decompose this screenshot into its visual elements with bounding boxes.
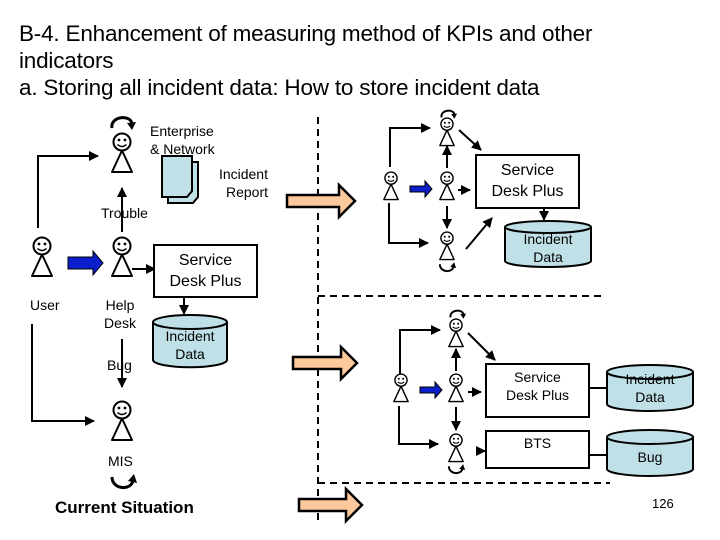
bts-box (485, 430, 590, 469)
label-incident-data: Incident Data (625, 371, 675, 405)
label-service-desk: Service Desk Plus (169, 252, 242, 290)
refresh-cycle-icon (449, 309, 467, 320)
label-incident-report: Incident Report (218, 166, 268, 200)
label-incident-data: Incident Data (523, 231, 573, 265)
label-enterprise-network: Enterprise & Network (150, 123, 215, 157)
person-icon (383, 171, 399, 201)
handoff-arrow-icon (419, 380, 443, 400)
refresh-cycle-icon (447, 463, 466, 475)
label-user: User (30, 297, 60, 313)
label-help-desk: Help Desk (104, 297, 136, 331)
service-desk-box (475, 154, 580, 209)
database-icon-incident-data (152, 314, 228, 369)
person-icon (448, 433, 464, 463)
person-icon (439, 171, 455, 201)
refresh-cycle-icon (110, 472, 138, 490)
transition-arrow-2 (291, 343, 359, 383)
section-divider (317, 117, 610, 520)
refresh-cycle-icon (438, 261, 457, 273)
handoff-arrow-icon (67, 249, 104, 277)
label-service-desk: Service Desk Plus (505, 369, 570, 403)
person-icon-enterprise (111, 132, 133, 173)
proposal-a-connectors (388, 123, 549, 250)
label-trouble: Trouble (101, 205, 148, 221)
person-icon (439, 231, 455, 261)
service-desk-box (485, 363, 590, 418)
person-icon (448, 318, 464, 348)
database-icon-incident-data (606, 364, 694, 412)
refresh-cycle-icon (440, 109, 458, 120)
caption-current-situation: Current Situation (55, 498, 194, 517)
label-bug: Bug (637, 449, 663, 465)
service-desk-box (153, 244, 258, 298)
label-bts: BTS (523, 435, 552, 451)
label-mis: MIS (108, 453, 133, 469)
handoff-arrow-icon (409, 179, 433, 199)
person-icon-mis (111, 400, 133, 441)
person-icon (439, 117, 455, 147)
person-icon-help-desk (111, 236, 133, 277)
title-line-1: B-4. Enhancement of measuring method of … (19, 21, 593, 46)
slide-title: B-4. Enhancement of measuring method of … (19, 20, 592, 101)
database-icon-incident-data (504, 220, 592, 268)
label-service-desk: Service Desk Plus (491, 162, 564, 200)
database-icon-bug (606, 429, 694, 477)
transition-arrow-3 (297, 485, 364, 525)
current-connectors (31, 151, 189, 426)
title-line-3: a. Storing all incident data: How to sto… (19, 75, 540, 100)
label-bug: Bug (107, 357, 132, 373)
person-icon-user (31, 236, 53, 277)
proposal-b-connectors (398, 325, 607, 456)
transition-arrow-1 (285, 181, 357, 221)
document-stack-icon (161, 155, 199, 204)
person-icon (393, 373, 409, 403)
title-line-2: indicators (19, 48, 114, 73)
page-number: 126 (652, 496, 674, 511)
refresh-cycle-icon (110, 116, 137, 132)
person-icon (448, 373, 464, 403)
label-incident-data: Incident Data (165, 328, 215, 362)
